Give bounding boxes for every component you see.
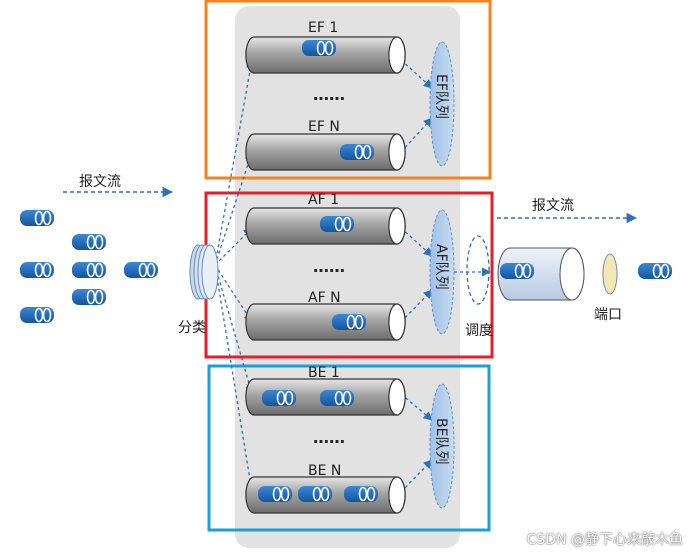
scheduler-ring <box>466 235 490 305</box>
ef-first-label: EF 1 <box>308 20 338 36</box>
queue-panel <box>235 6 460 548</box>
ef-queue-label: EF队列 <box>433 74 449 119</box>
packet <box>20 307 54 323</box>
packet <box>72 262 106 278</box>
ef-group-frame <box>204 0 492 180</box>
packet <box>320 216 354 232</box>
packet <box>320 390 354 406</box>
packet <box>344 486 378 502</box>
packet <box>72 234 106 250</box>
watermark: CSDN @静下心来敲木鱼 <box>526 532 683 548</box>
classify-label: 分类 <box>178 320 206 336</box>
be-queue-ellipse: BE队列 <box>429 383 455 509</box>
be-last-label: BE N <box>308 463 341 479</box>
be-ellipsis: …… <box>313 428 345 447</box>
be-queue-label: BE队列 <box>433 418 449 464</box>
packet <box>340 144 374 160</box>
packet <box>20 210 54 226</box>
ef-queue-ellipse: EF队列 <box>429 41 455 167</box>
af-last-label: AF N <box>308 290 341 306</box>
flow-out-label: 报文流 <box>532 198 574 214</box>
port-label: 端口 <box>594 307 622 323</box>
packet <box>262 390 296 406</box>
ef-last-pipe <box>245 133 406 171</box>
be-first-label: BE 1 <box>308 365 340 381</box>
af-last-pipe <box>245 303 406 341</box>
packet <box>500 263 534 279</box>
ef-ellipsis: …… <box>313 85 345 104</box>
ef-last-label: EF N <box>308 119 340 135</box>
port-pipe <box>497 247 618 301</box>
af-ellipsis: …… <box>313 257 345 276</box>
packet <box>302 40 336 56</box>
af-queue-ellipse: AF队列 <box>429 209 455 335</box>
packet <box>124 262 158 278</box>
packet <box>258 486 292 502</box>
dispatch-arrows <box>214 59 491 493</box>
packet <box>298 486 332 502</box>
packet <box>638 263 672 279</box>
flow-in-label: 报文流 <box>79 174 121 190</box>
schedule-label: 调度 <box>465 323 493 339</box>
packet <box>20 262 54 278</box>
packet <box>72 289 106 305</box>
af-queue-label: AF队列 <box>433 244 449 290</box>
be-group-frame <box>207 364 491 532</box>
af-first-label: AF 1 <box>308 192 339 208</box>
classifier-icon <box>189 244 219 300</box>
packet <box>332 314 366 330</box>
